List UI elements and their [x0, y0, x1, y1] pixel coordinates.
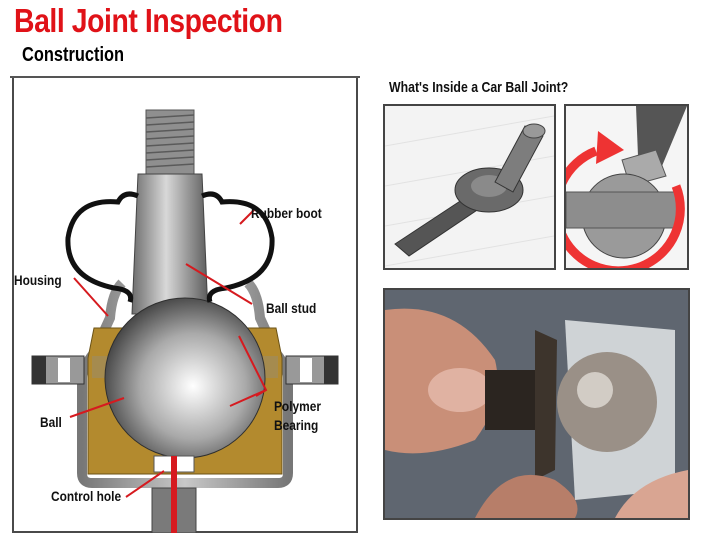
label-ball: Ball — [40, 414, 62, 430]
divider — [10, 76, 360, 78]
ball-joint-diagram — [12, 78, 358, 533]
right-section-title: What's Inside a Car Ball Joint? — [389, 79, 569, 96]
image-rod-end-render — [383, 104, 556, 270]
label-polymer-line2: Bearing — [274, 417, 319, 433]
label-housing: Housing — [14, 272, 62, 288]
rod-end-render-graphic — [385, 106, 554, 268]
label-rubber-boot: Rubber boot — [251, 205, 322, 221]
label-control-hole: Control hole — [51, 488, 122, 504]
section-subtitle: Construction — [22, 44, 125, 66]
image-ball-rotation-closeup — [564, 104, 689, 270]
label-ball-stud: Ball stud — [266, 300, 317, 316]
page-title: Ball Joint Inspection — [14, 2, 283, 39]
photo-disassembled-ball-joint — [383, 288, 690, 520]
label-polymer-line1: Polymer — [274, 398, 321, 414]
ball-joint-cross-section-illustration — [31, 109, 339, 533]
disassembled-joint-photo-graphic — [385, 290, 688, 518]
ball-rotation-graphic — [566, 106, 687, 268]
